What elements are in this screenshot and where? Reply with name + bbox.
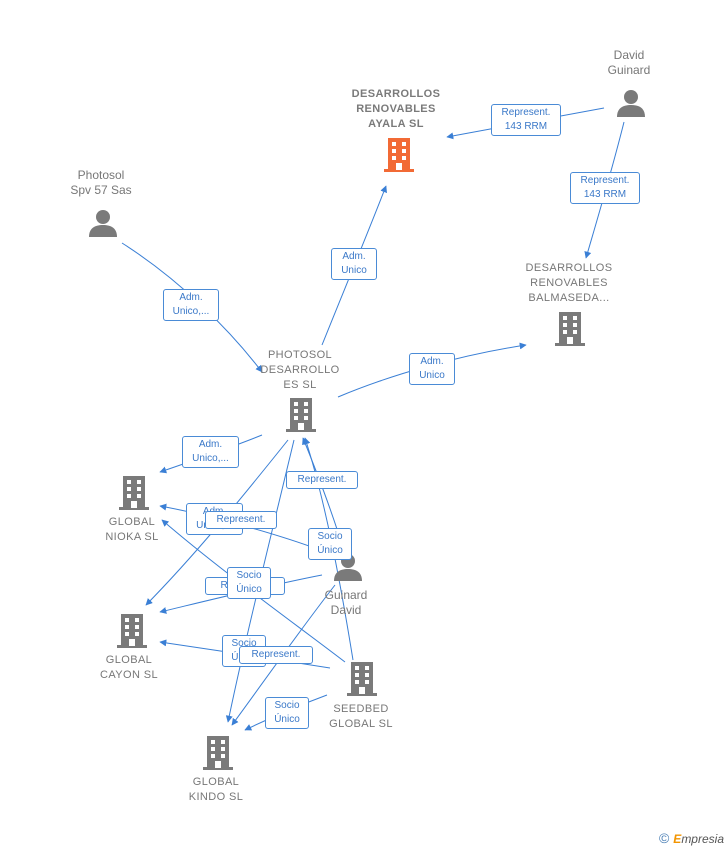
edge-label-line: Unico [419, 370, 445, 381]
person-label-photosol-spv[interactable]: Photosol Spv 57 Sas [62, 168, 140, 198]
node-label-line: GLOBAL [108, 516, 156, 528]
building-icon[interactable] [116, 614, 148, 653]
edge-label-line: Unico,... [172, 306, 210, 317]
node-label-line: DESARROLLOS [525, 262, 613, 274]
edge-label-adm-unico[interactable]: Adm. Unico [409, 353, 455, 385]
edge-label-line: Represent. [580, 175, 630, 186]
node-label-line: DESARROLLOS [351, 88, 441, 100]
edge-label-line: Represent. [216, 514, 266, 525]
node-label-line: AYALA SL [368, 118, 424, 130]
edge-label-adm-unico[interactable]: Adm. Unico,... [182, 436, 239, 468]
node-label-line: ES SL [283, 379, 317, 391]
brand-name: mpresia [681, 832, 724, 846]
node-label-ayala[interactable]: DESARROLLOS RENOVABLES AYALA SL [340, 87, 452, 132]
edge-label-represent[interactable]: Represent. [205, 511, 277, 529]
node-label-line: NIOKA SL [105, 531, 159, 543]
person-label-guinard-david[interactable]: Guinard David [311, 588, 381, 618]
person-label-line: Guinard [607, 63, 651, 77]
edge-label-line: Represent. [501, 107, 551, 118]
node-label-line: GLOBAL [192, 776, 240, 788]
node-label-cayon[interactable]: GLOBAL CAYON SL [89, 653, 169, 683]
edge-label-line: Socio [231, 638, 257, 649]
edge-label-adm-unico[interactable]: Adm. Unico [331, 248, 377, 280]
building-icon[interactable] [118, 476, 150, 515]
edge-label-line: Único [274, 714, 300, 725]
building-icon[interactable] [383, 138, 415, 177]
building-icon[interactable] [346, 662, 378, 701]
edge-label-line: Socio [236, 570, 262, 581]
node-label-photosol-desarrollos[interactable]: PHOTOSOL DESARROLLO ES SL [248, 348, 352, 393]
edge-label-line: Adm. [179, 292, 203, 303]
edge-label-represent[interactable]: Represent. 143 RRM [570, 172, 640, 204]
edge-label-socio-unico[interactable]: Socio Único [308, 528, 352, 560]
copyright-icon: © [658, 830, 670, 846]
person-icon[interactable] [616, 88, 646, 123]
node-label-nioka[interactable]: GLOBAL NIOKA SL [92, 515, 172, 545]
edge-label-socio-unico[interactable]: Socio Único [227, 567, 271, 599]
edge-label-line: Adm. [198, 439, 223, 450]
node-label-line: DESARROLLO [260, 364, 340, 376]
node-label-line: CAYON SL [99, 669, 158, 681]
edge-label-line: Único [236, 584, 262, 595]
building-icon[interactable] [285, 398, 317, 437]
person-label-line: Photosol [77, 168, 125, 182]
building-icon[interactable] [554, 312, 586, 351]
edge-label-represent[interactable]: Represent. 143 RRM [491, 104, 561, 136]
edge-label-line: 143 RRM [583, 189, 627, 200]
person-label-line: David [613, 48, 645, 62]
edge-label-line: 143 RRM [504, 121, 548, 132]
person-label-line: David [330, 603, 362, 617]
edge-label-line: Adm. [420, 356, 444, 367]
person-label-david-guinard[interactable]: David Guinard [594, 48, 664, 78]
brand-footer: ©Empresia [659, 830, 724, 846]
edge-label-line: Represent. [297, 474, 347, 485]
node-label-line: RENOVABLES [530, 277, 608, 289]
edge-label-socio-unico[interactable]: Socio Único [265, 697, 309, 729]
building-icon[interactable] [202, 736, 234, 775]
edge-label-represent[interactable]: Represent. [286, 471, 358, 489]
edge-label-line: Unico [341, 265, 367, 276]
edge-label-line: Unico,... [192, 453, 229, 464]
node-label-balmaseda[interactable]: DESARROLLOS RENOVABLES BALMASEDA... [513, 261, 625, 306]
node-label-seedbed[interactable]: SEEDBED GLOBAL SL [321, 702, 401, 732]
person-label-line: Spv 57 Sas [70, 183, 132, 197]
brand-logo: Empresia [673, 832, 724, 846]
edge-label-line: Único [317, 545, 343, 556]
node-label-line: RENOVABLES [356, 103, 436, 115]
node-label-kindo[interactable]: GLOBAL KINDO SL [176, 775, 256, 805]
node-label-line: PHOTOSOL [267, 349, 333, 361]
edge-label-line: Represent. [251, 649, 301, 660]
edge-label-line: Socio [317, 531, 343, 542]
edge-label-line: Socio [274, 700, 300, 711]
node-label-line: KINDO SL [188, 791, 244, 803]
edge-label-adm-unico[interactable]: Adm. Unico,... [163, 289, 219, 321]
brand-initial: E [673, 832, 682, 846]
person-label-line: Guinard [324, 588, 368, 602]
node-label-line: SEEDBED [333, 703, 389, 715]
edge-label-represent[interactable]: Represent. [239, 646, 313, 664]
node-label-line: GLOBAL SL [329, 718, 393, 730]
node-label-line: GLOBAL [105, 654, 153, 666]
node-label-line: BALMASEDA... [528, 292, 610, 304]
edge-label-line: Adm. [342, 251, 366, 262]
person-icon[interactable] [88, 208, 118, 243]
